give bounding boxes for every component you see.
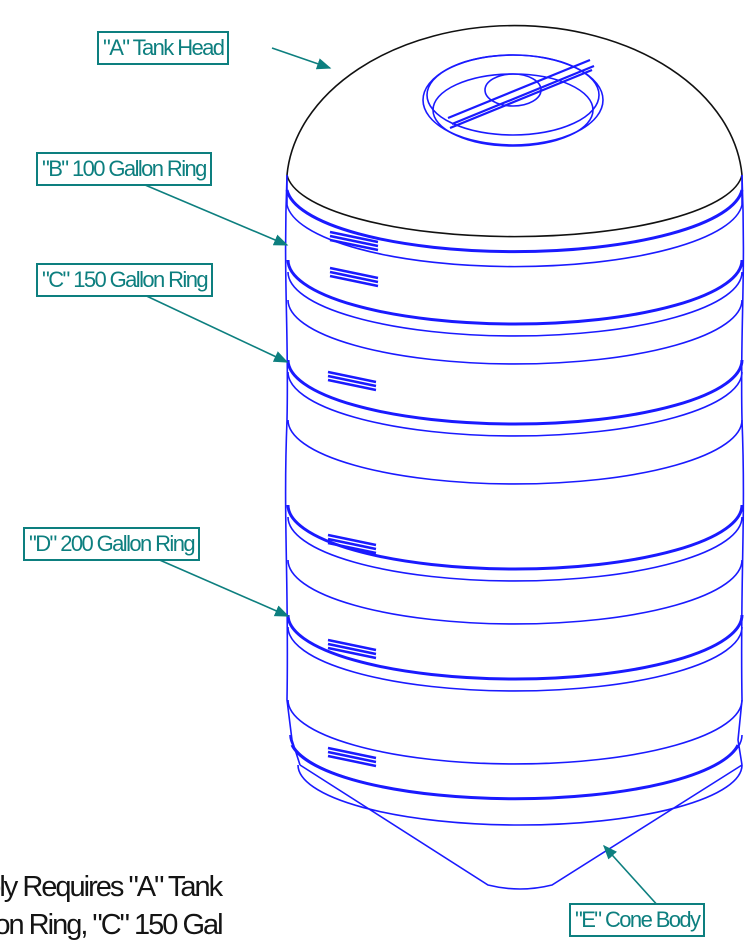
tank-lid bbox=[422, 54, 604, 147]
callout-100-gallon-ring: "B" 100 Gallon Ring bbox=[36, 152, 212, 186]
ring-c-seam bbox=[286, 359, 744, 426]
callout-cone-body: "E" Cone Body bbox=[569, 903, 706, 937]
callout-leaders bbox=[137, 47, 661, 909]
left-wall bbox=[284, 174, 301, 766]
assembly-note: d Assembly Requires "A" Tank " 100 Gallo… bbox=[0, 868, 560, 940]
assembly-note-line-1: d Assembly Requires "A" Tank bbox=[0, 871, 223, 903]
callout-200-gallon-ring: "D" 200 Gallon Ring bbox=[23, 527, 200, 561]
tank-head bbox=[285, 24, 744, 268]
ring-stack bbox=[284, 174, 745, 826]
ring-d-seam bbox=[286, 504, 744, 571]
ring-b-seam bbox=[286, 259, 744, 326]
label-plates bbox=[327, 230, 379, 768]
assembly-note-line-2: " 100 Gallon Ring, "C" 150 Gal bbox=[0, 909, 224, 940]
callout-tank-head: "A" Tank Head bbox=[97, 31, 230, 65]
callout-150-gallon-ring: "C" 150 Gallon Ring bbox=[36, 263, 213, 297]
